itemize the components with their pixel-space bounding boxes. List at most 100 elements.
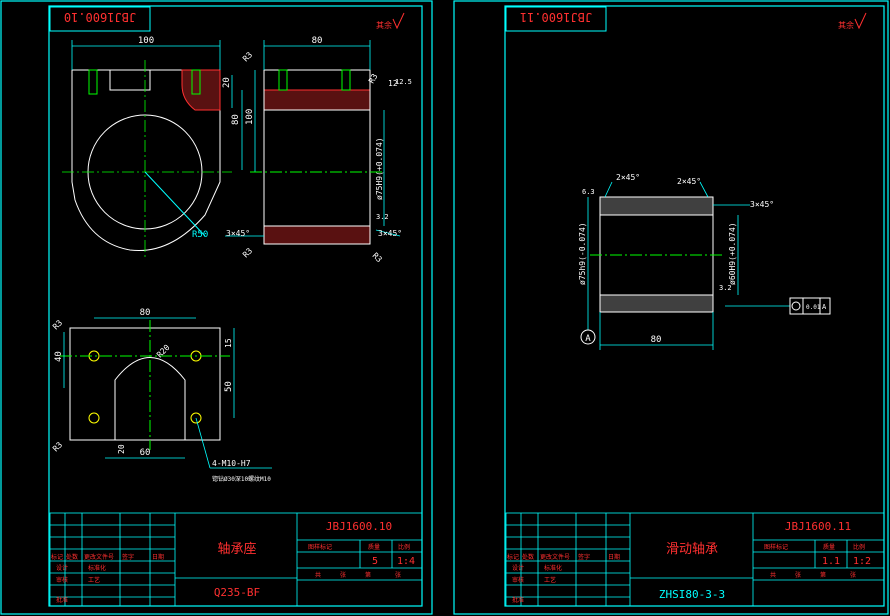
sheet-1-hole-bl (88, 412, 100, 424)
sheet-1-plan-dim-20: 20 (117, 444, 126, 454)
sheet-1-plan-dim-60: 60 (140, 448, 151, 458)
sheet-1-dim-r3-top-right: R3 (367, 72, 380, 85)
sheet-1-plan-dim-80: 80 (140, 308, 151, 318)
sheet-2-dim-chamfer-left: 2×45° (616, 173, 640, 182)
sheet-2-surface-roughness-1: 6.3 (582, 188, 595, 196)
sheet-2-dim-id: ø60H9(+0.074) (728, 222, 737, 285)
sheet-1-side-outline (263, 69, 371, 245)
sheet-1-bolt-left (88, 69, 98, 95)
sheet-1-plan-dim-lines (63, 317, 272, 469)
sheet-2-tb-sheet-2: 第 (820, 571, 826, 579)
sheet-1-plan-dim-15: 15 (224, 338, 233, 348)
sheet-1-dim-20: 20 (222, 77, 232, 88)
sheet-1-drawing-no: JBJ1600.10 (326, 520, 392, 533)
sheet-1-tb-sheet-3: 张 (395, 571, 401, 579)
sheet-1: JBJ1600.10 其余 R50 100 80 (0, 0, 433, 615)
sheet-1-drawing-no-mirrored: JBJ1600.10 (64, 10, 136, 24)
sheet-1-tb-sheet-0: 共 (315, 571, 321, 579)
sheet-1-front-outline (71, 69, 221, 252)
sheet-1-roughness-note: 其余 (376, 20, 392, 30)
sheet-2-drawing-no-box (505, 6, 607, 32)
sheet-2-tb-col-4: 日期 (608, 553, 620, 561)
sheet-2-tb-col-1: 处数 (522, 553, 534, 561)
sheet-2-tb-row-2: 审核 (512, 576, 524, 584)
sheet-1-plan-dim-r3-top: R3 (51, 318, 64, 331)
sheet-2-datum-circle (580, 329, 596, 345)
sheet-2-roughness-note: 其余 (838, 20, 854, 30)
sheet-1-title-block (49, 512, 423, 607)
sheet-2-dim-length: 80 (651, 335, 662, 345)
sheet-1-material: Q235-BF (214, 586, 260, 599)
sheet-2-dim-od: ø75h9(-0.074) (578, 222, 587, 285)
sheet-2-concentricity-icon (791, 301, 801, 311)
sheet-2-tb-sheet-0: 共 (770, 571, 776, 579)
sheet-1-plan-dim-r3-bottom: R3 (51, 440, 64, 453)
sheet-2-tolerance-value: 0.01 (806, 304, 821, 311)
sheet-1-front-view (71, 69, 221, 252)
sheet-2-tolerance-frame (789, 297, 831, 315)
sheet-2-tb-row-4: 批准 (512, 596, 524, 604)
sheet-1-plan-holes: 4-M10-H7 (212, 459, 251, 468)
sheet-1-plan-outline (69, 327, 221, 441)
sheet-2-dim-chamfer-right: 2×45° (677, 177, 701, 186)
sheet-2-tb-stage-0: 图样标记 (764, 543, 788, 551)
sheet-1-plan-slot (114, 357, 186, 440)
sheet-2-material: ZHSI80-3-3 (659, 588, 725, 601)
sheet-1-dim-r3-top: R3 (241, 50, 254, 63)
sheet-2-tb-col-0: 标记 (507, 553, 519, 561)
sheet-2-tb-sheet-3: 张 (850, 571, 856, 579)
sheet-1-tb-row-4: 批准 (56, 596, 68, 604)
sheet-2-outer-frame (453, 0, 889, 615)
sheet-1-plan-dim-r20: R20 (155, 343, 172, 360)
sheet-2-qty: 1.1 (822, 556, 840, 567)
sheet-1-dim-top-width: 100 (138, 36, 154, 46)
sheet-2-part-name: 滑动轴承 (666, 542, 718, 557)
sheet-2-tb-col-2: 更改文件号 (540, 553, 570, 561)
sheet-1-drawing-no-box (49, 6, 151, 32)
sheet-1-side-view (250, 69, 385, 245)
sheet-1-dim-r50: R50 (192, 230, 208, 240)
sheet-1-tb-stage-0: 图样标记 (308, 543, 332, 551)
sheet-2-title-block (505, 512, 885, 607)
sheet-1-plan-dim-50: 50 (224, 381, 234, 392)
sheet-1-tb-col-3: 签字 (122, 553, 134, 561)
sheet-1-tb-sheet-1: 张 (340, 571, 346, 579)
sheet-1-dim-80: 80 (231, 114, 241, 125)
sheet-2-drawing-no-mirrored: JBJ1600.11 (520, 10, 592, 24)
sheet-1-tb-stage-1: 质量 (368, 543, 380, 551)
sheet-1-surface-roughness: 3.2 (376, 213, 389, 221)
sheet-1-qty: 5 (372, 556, 378, 567)
sheet-1-side-bolt-left (278, 69, 288, 91)
sheet-2-scale: 1:2 (853, 556, 871, 567)
sheet-2: JBJ1600.11 其余 2×45° 2×45° 3×45° ø75h9(-0… (453, 0, 889, 615)
sheet-1-plan-holes-note: 锪钻Ø30深10螺纹M10 (212, 475, 271, 483)
sheet-1-tb-col-2: 更改文件号 (84, 553, 114, 561)
sheet-2-tb-stage-1: 质量 (823, 543, 835, 551)
sheet-1-tb-sheet-2: 第 (365, 571, 371, 579)
sheet-1-dim-chamfer-right: 3×45° (378, 229, 402, 238)
sheet-1-dim-r3-bottom-left: R3 (241, 246, 254, 259)
sheet-1-side-bolt-right (341, 69, 351, 91)
sheet-2-roughness-symbol (854, 12, 867, 30)
sheet-2-drawing-no: JBJ1600.11 (785, 520, 851, 533)
sheet-2-dim-chamfer-top: 3×45° (750, 200, 774, 209)
sheet-2-hatch-top (599, 196, 714, 216)
sheet-1-tb-col-1: 处数 (66, 553, 78, 561)
sheet-1-top-slot (109, 69, 151, 91)
sheet-1-front-dim-lines (71, 40, 256, 172)
sheet-1-dim-100: 100 (245, 109, 255, 125)
sheet-1-front-section-hatch (181, 69, 221, 111)
sheet-1-scale: 1:4 (397, 556, 415, 567)
sheet-1-front-centerlines (62, 60, 232, 260)
sheet-1-side-hatch-top (263, 89, 371, 111)
sheet-1-tb-col-0: 标记 (51, 553, 63, 561)
sheet-2-tb-sheet-1: 张 (795, 571, 801, 579)
sheet-1-tb-row-0: 设计 (56, 564, 68, 572)
sheet-1-tb-row-2: 审核 (56, 576, 68, 584)
sheet-2-tb-row-3: 工艺 (544, 576, 556, 584)
sheet-1-side-hatch-bottom (263, 225, 371, 245)
sheet-1-plan-view (60, 320, 230, 450)
sheet-1-part-name: 轴承座 (217, 542, 256, 557)
sheet-1-side-dim-lines (225, 40, 401, 237)
